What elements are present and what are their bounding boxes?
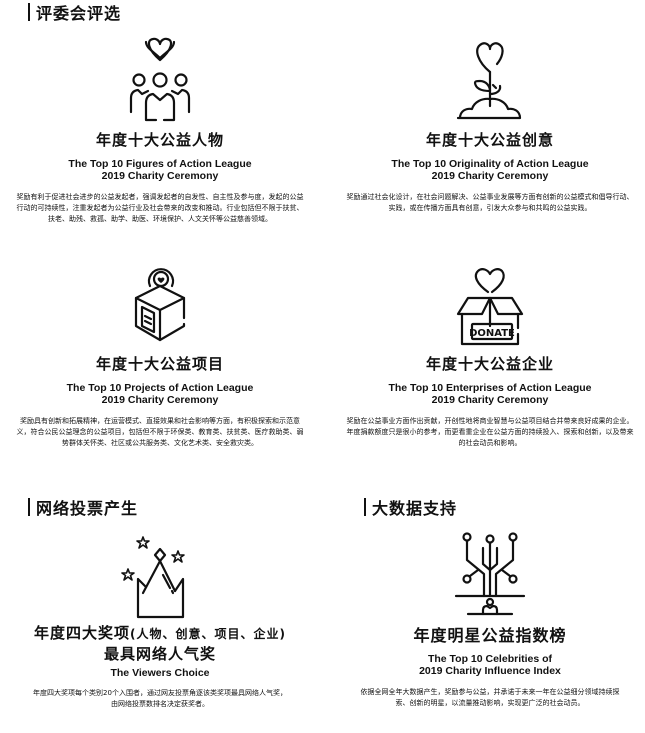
award-description: 奖励有利于促进社会进步的公益发起者，强调发起者的自发性、自主性及参与度，发起的公… bbox=[16, 193, 304, 223]
award-title-cn-line2: 最具网络人气奖 bbox=[103, 645, 216, 663]
section-header-data: 大数据支持 bbox=[364, 496, 457, 518]
award-title-en-line1: The Top 10 Projects of Action League bbox=[66, 382, 254, 394]
award-title-cn: 年度十大公益人物 bbox=[95, 131, 224, 149]
award-card-celebrity-index: 年度明星公益指数榜 The Top 10 Celebrities of 2019… bbox=[340, 530, 640, 709]
award-title-cn: 年度十大公益创意 bbox=[425, 131, 554, 149]
heart-sprout-icon bbox=[456, 42, 522, 120]
section-header-jury: 评委会评选 bbox=[28, 1, 121, 23]
award-card-enterprises: DONATE 年度十大公益企业 The Top 10 Enterprises o… bbox=[340, 262, 640, 449]
section-title: 网络投票产生 bbox=[36, 499, 139, 518]
crown-stars-icon bbox=[121, 536, 185, 619]
award-title-en-line2: 2019 Charity Ceremony bbox=[101, 394, 219, 406]
award-title-en-line1: The Top 10 Originality of Action League bbox=[391, 158, 589, 170]
award-title-cn-main: 年度四大奖项 bbox=[34, 624, 131, 642]
donate-box-icon: DONATE bbox=[456, 268, 524, 346]
section-bar bbox=[28, 3, 30, 21]
award-title-en-line2: 2019 Charity Ceremony bbox=[101, 170, 219, 182]
award-description: 奖励在公益事业方面作出贡献，开创性地将商业智慧与公益项目结合并带来良好成果的企业… bbox=[346, 417, 634, 447]
award-title-en-line1: The Viewers Choice bbox=[110, 667, 210, 679]
donate-label: DONATE bbox=[469, 328, 515, 339]
award-title-cn: 年度四大奖项(人物、创意、项目、企业) bbox=[10, 623, 310, 644]
award-title-cn: 年度十大公益项目 bbox=[95, 355, 224, 373]
award-title-en-line2: 2019 Charity Influence Index bbox=[419, 665, 561, 677]
award-title-cn: 年度十大公益企业 bbox=[425, 355, 554, 373]
donation-box-icon bbox=[134, 268, 186, 342]
people-heart-icon bbox=[129, 37, 191, 122]
section-title: 评委会评选 bbox=[36, 4, 122, 23]
award-card-figures: 年度十大公益人物 The Top 10 Figures of Action Le… bbox=[10, 36, 310, 225]
award-description: 年度四大奖项每个类别20个入围者，通过网友投票角逐该类奖项最具网络人气奖，由网络… bbox=[33, 689, 287, 708]
section-bar bbox=[28, 498, 30, 516]
award-title-en-line1: The Top 10 Celebrities of bbox=[427, 653, 553, 665]
award-title-cn-categories: (人物、创意、项目、企业) bbox=[130, 627, 286, 641]
award-title-en-line2: 2019 Charity Ceremony bbox=[431, 170, 549, 182]
award-card-viewers-choice: 年度四大奖项(人物、创意、项目、企业) 最具网络人气奖 The Viewers … bbox=[10, 535, 310, 710]
section-header-vote: 网络投票产生 bbox=[28, 496, 138, 518]
section-title: 大数据支持 bbox=[372, 499, 458, 518]
data-tree-icon bbox=[454, 532, 526, 616]
award-card-originality: 年度十大公益创意 The Top 10 Originality of Actio… bbox=[340, 36, 640, 214]
award-description: 奖励通过社会化设计，在社会问题解决、公益事业发展等方面有创新的公益模式和倡导行动… bbox=[346, 193, 634, 212]
award-description: 依据全网全年大数据产生，奖励参与公益，并承诺于未来一年在公益细分领域持续探索、创… bbox=[360, 688, 620, 707]
award-title-en-line1: The Top 10 Figures of Action League bbox=[68, 158, 252, 170]
award-title-en-line2: 2019 Charity Ceremony bbox=[431, 394, 549, 406]
award-title-en-line1: The Top 10 Enterprises of Action League bbox=[388, 382, 592, 394]
section-bar bbox=[364, 498, 366, 516]
award-description: 奖励具有创新和拓展精神，在运营模式、直接效果和社会影响等方面，有积极探索和示范意… bbox=[16, 417, 304, 447]
award-card-projects: 年度十大公益项目 The Top 10 Projects of Action L… bbox=[10, 262, 310, 449]
award-title-cn: 年度明星公益指数榜 bbox=[413, 626, 567, 645]
